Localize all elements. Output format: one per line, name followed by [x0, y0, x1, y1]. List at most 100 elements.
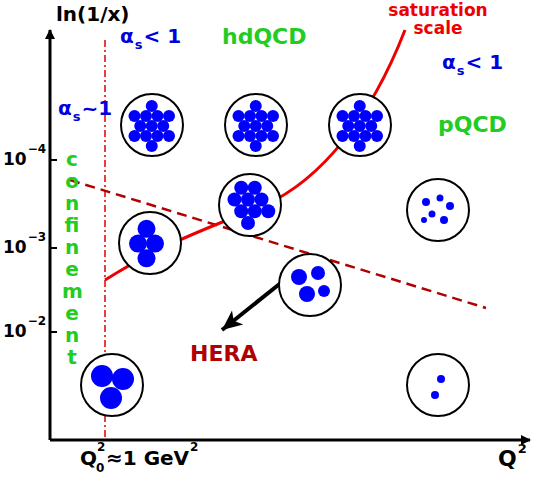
parton [371, 130, 383, 142]
parton [228, 192, 242, 206]
parton [248, 204, 262, 218]
arrow-label: HERA [190, 343, 257, 365]
subscript: 0 [96, 462, 104, 474]
parton [348, 130, 360, 142]
alpha-symbol: α [120, 26, 134, 46]
parton [261, 120, 273, 132]
parton [348, 110, 360, 122]
parton [146, 140, 158, 152]
parton [244, 130, 256, 142]
parton [421, 217, 427, 223]
saturation-curve [105, 30, 405, 280]
tick [50, 247, 57, 249]
region-label: pQCD [438, 114, 507, 136]
parton [311, 266, 325, 280]
parton [299, 286, 315, 302]
condition: ~1 [82, 98, 113, 118]
parton [337, 130, 349, 142]
parton [256, 130, 268, 142]
parton [446, 202, 454, 210]
hera-arrow [222, 282, 282, 330]
tick [50, 331, 57, 333]
hadron-circle [119, 212, 181, 274]
tick-label: 10 [3, 323, 27, 340]
hadron-circle [329, 94, 391, 156]
parton [440, 216, 448, 224]
parton [422, 198, 430, 206]
subscript: s [73, 110, 81, 123]
superscript: 2 [190, 441, 198, 453]
tick-label: 10 [3, 239, 27, 256]
parton [255, 192, 269, 206]
hadron-circle [225, 94, 287, 156]
y-axis [49, 30, 52, 440]
alpha-symbol: α [58, 98, 72, 118]
tick-label: 10 [3, 151, 27, 168]
parton [250, 120, 262, 132]
axis-value: ≈1 GeV [106, 448, 189, 468]
axis-label: Q [498, 448, 517, 470]
condition: < 1 [466, 52, 504, 72]
hadron-circle [219, 174, 281, 236]
parton [337, 110, 349, 122]
parton [241, 192, 255, 206]
parton [256, 110, 268, 122]
parton [146, 120, 158, 132]
parton [261, 204, 275, 218]
hadron-circle [81, 354, 143, 416]
hadron-circle [407, 354, 469, 416]
parton [157, 120, 169, 132]
parton [360, 130, 372, 142]
superscript: 2 [518, 442, 527, 455]
condition: < 1 [144, 26, 182, 46]
parton [267, 110, 279, 122]
axis-value: Q [80, 448, 97, 468]
tick-exponent: −4 [28, 143, 46, 155]
axis-label: ln(1/x) [56, 4, 130, 24]
parton [250, 100, 262, 112]
vertical-label: confinement [62, 148, 82, 368]
parton [138, 249, 156, 267]
hadron-circle [407, 179, 469, 241]
parton [241, 216, 255, 230]
parton [354, 140, 366, 152]
parton [371, 110, 383, 122]
parton [129, 110, 141, 122]
parton [233, 130, 245, 142]
parton [146, 100, 158, 112]
tick-exponent: −2 [28, 315, 46, 327]
x-axis [50, 439, 530, 442]
parton [354, 100, 366, 112]
parton [318, 285, 330, 297]
tick-exponent: −3 [28, 231, 46, 243]
parton [234, 204, 248, 218]
parton [248, 181, 262, 195]
parton [152, 110, 164, 122]
parton [100, 387, 122, 409]
parton [234, 181, 248, 195]
subscript: s [457, 64, 465, 77]
parton [233, 110, 245, 122]
superscript: 2 [97, 441, 105, 453]
parton [360, 110, 372, 122]
alpha-symbol: α [442, 52, 456, 72]
parton [429, 211, 436, 218]
parton [112, 368, 134, 390]
parton [163, 130, 175, 142]
parton [342, 120, 354, 132]
parton [129, 130, 141, 142]
parton [365, 120, 377, 132]
parton [163, 110, 175, 122]
parton [91, 365, 113, 387]
subscript: s [135, 38, 143, 51]
parton [437, 375, 445, 383]
parton [134, 120, 146, 132]
parton [244, 110, 256, 122]
tick [50, 159, 57, 161]
parton [291, 269, 307, 285]
parton [238, 120, 250, 132]
parton [152, 130, 164, 142]
parton [140, 130, 152, 142]
region-label: hdQCD [222, 26, 307, 48]
curve-label: saturation scale [388, 2, 488, 38]
